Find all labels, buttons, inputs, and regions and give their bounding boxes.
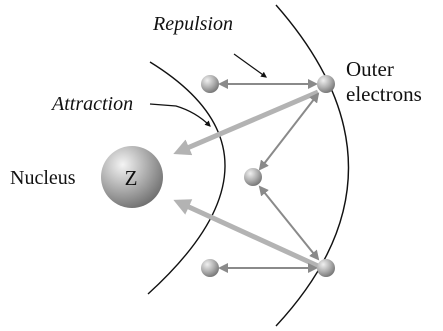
attraction-pointer bbox=[149, 103, 211, 127]
repulsion-pointer bbox=[233, 53, 267, 78]
middle-electron bbox=[244, 168, 262, 186]
attraction-label: Attraction bbox=[50, 93, 133, 115]
repulsion-arrow-lower-diagonal bbox=[258, 185, 320, 261]
repulsion-arrow-upper-diagonal bbox=[258, 92, 320, 171]
nucleus bbox=[101, 146, 163, 208]
nucleus-label: Nucleus bbox=[10, 167, 76, 189]
outer-electron-bottom bbox=[317, 259, 335, 277]
inner-electron-top bbox=[201, 75, 219, 93]
outer-electron-top bbox=[317, 75, 335, 93]
outer-electrons-label-line2: electrons bbox=[346, 82, 422, 106]
outer-shell-arc bbox=[275, 4, 350, 327]
nucleus-symbol: Z bbox=[125, 166, 138, 190]
inner-electron-bottom bbox=[201, 259, 219, 277]
inner-shell-arc bbox=[147, 61, 226, 295]
outer-electrons-label-line1: Outer bbox=[346, 57, 394, 81]
repulsion-label: Repulsion bbox=[152, 13, 233, 35]
